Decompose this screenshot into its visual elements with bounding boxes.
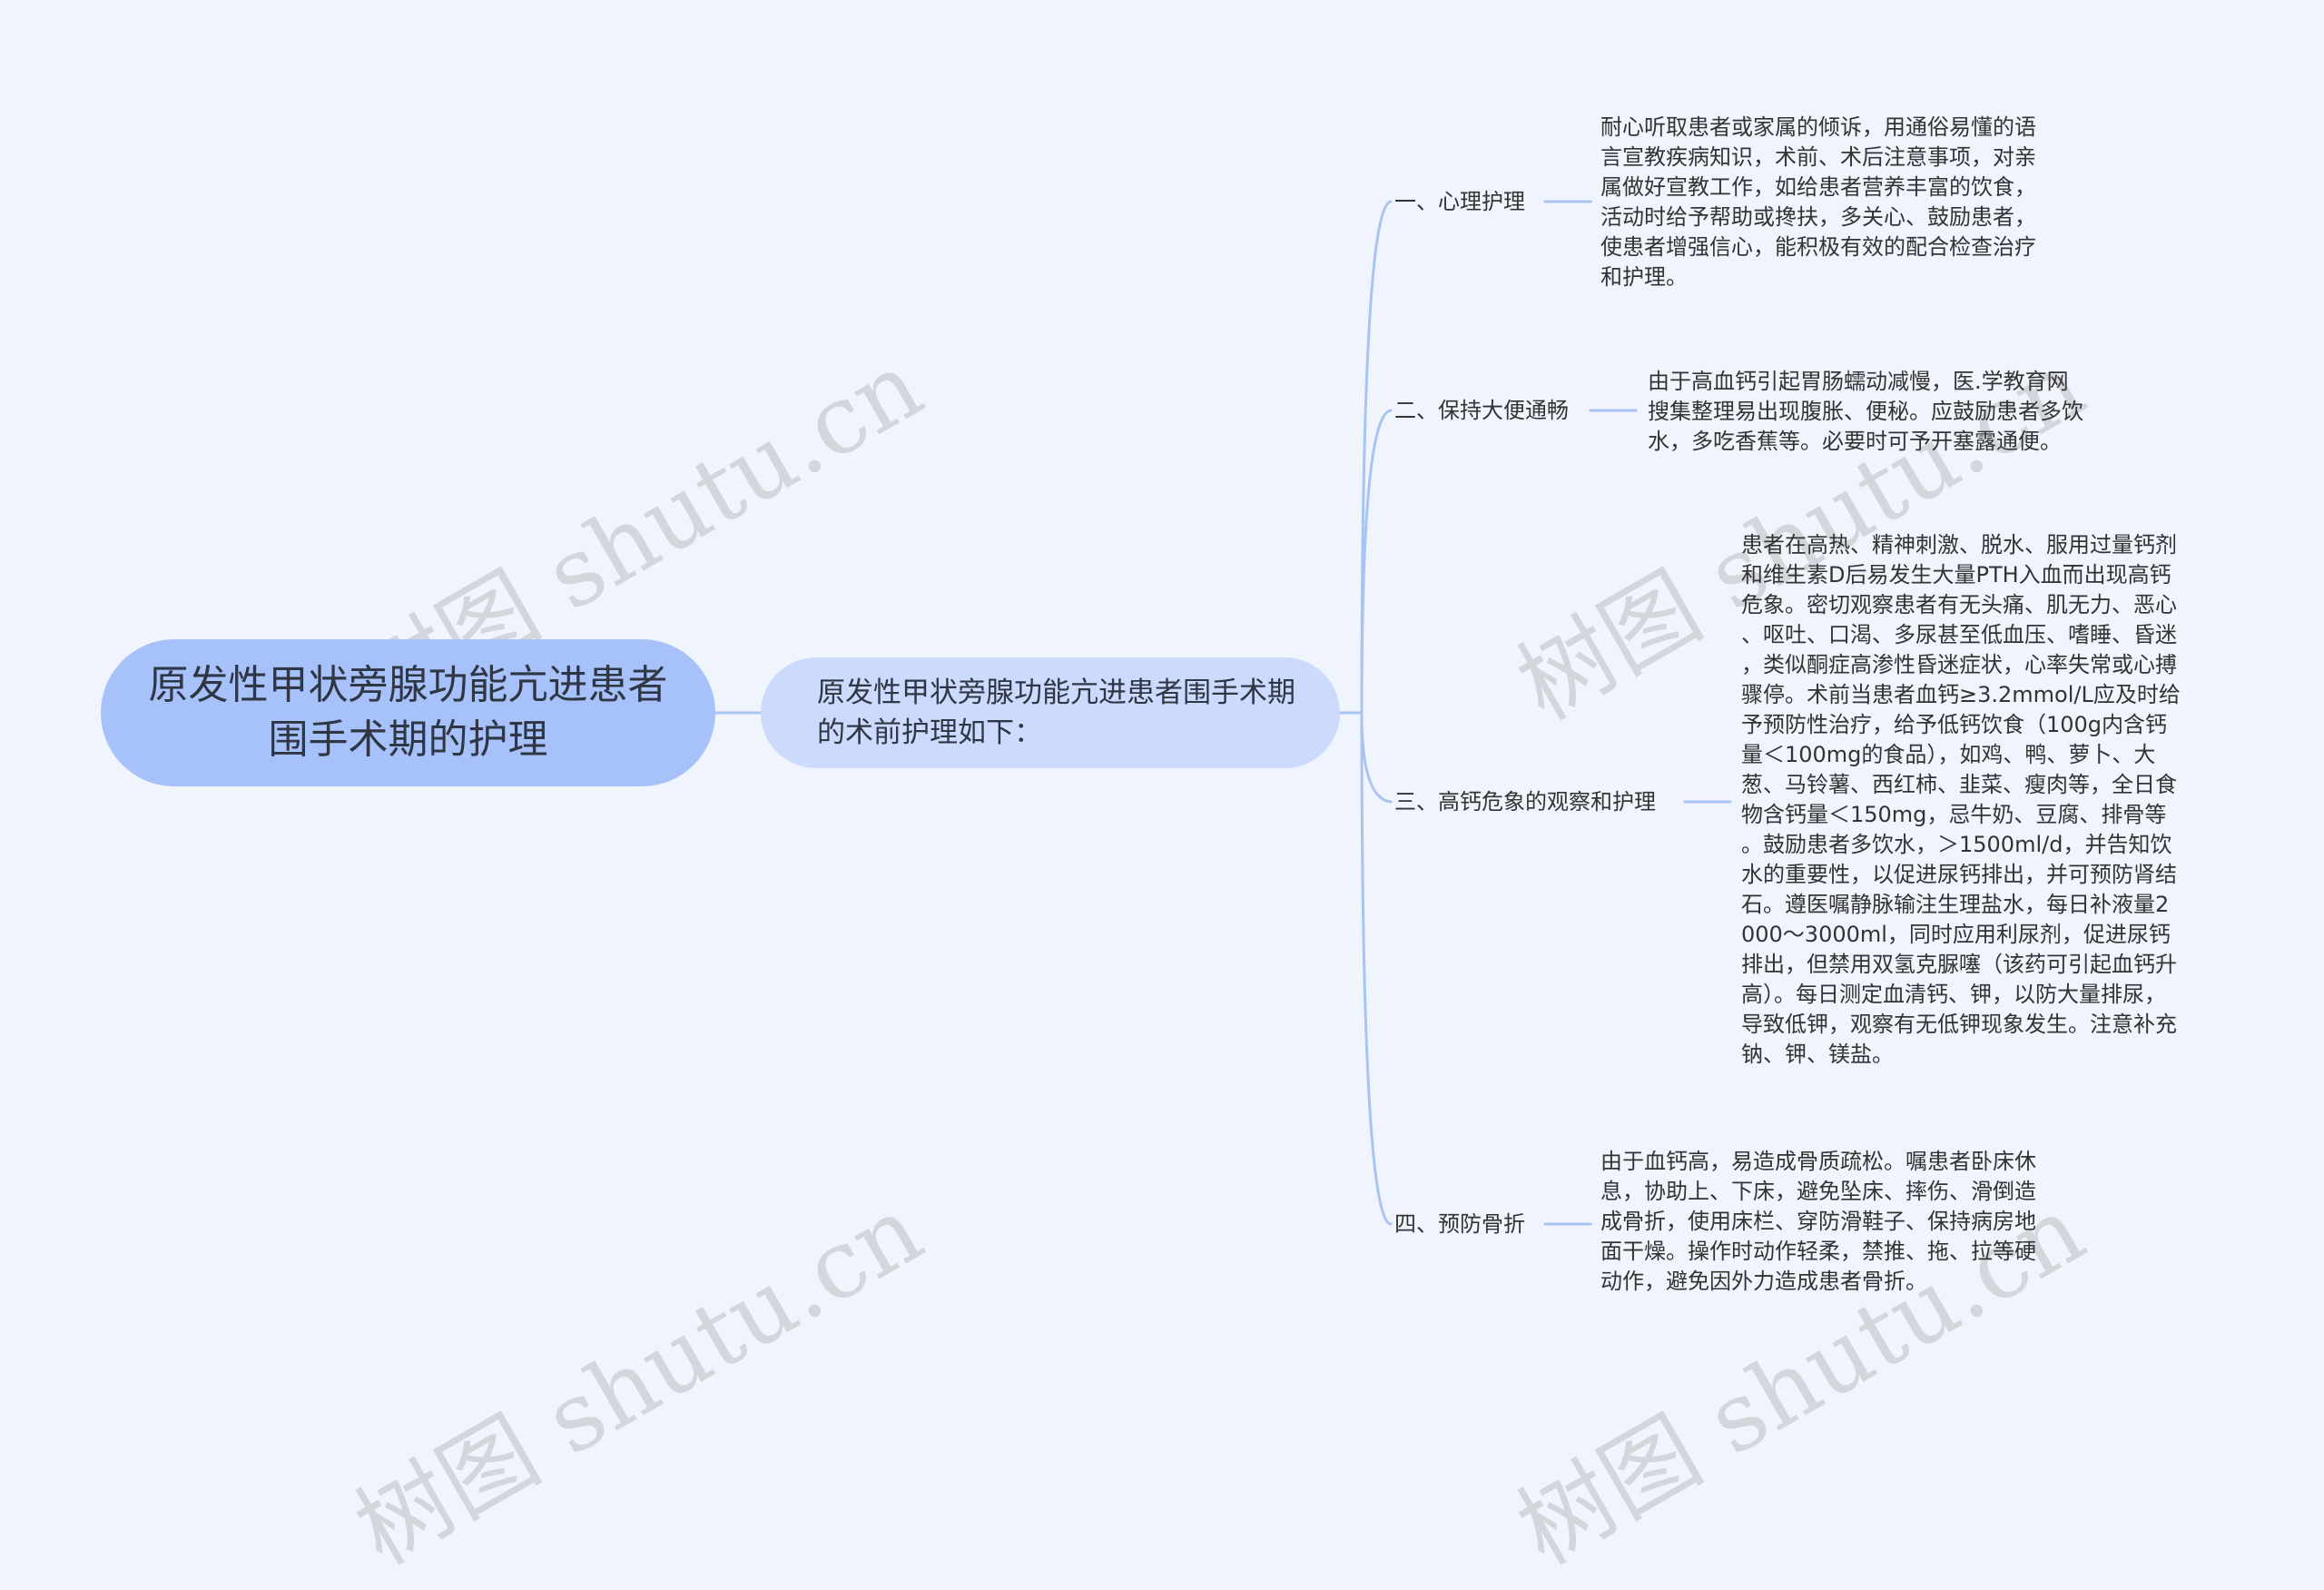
connector-lines xyxy=(714,200,1732,1226)
branch-label-fracture-prevention[interactable]: 四、预防骨折 xyxy=(1394,1211,1525,1237)
branch-label-hypercalcemic-crisis[interactable]: 三、高钙危象的观察和护理 xyxy=(1394,789,1656,815)
connector-branch-1 xyxy=(1360,200,1393,715)
connector-branch-3 xyxy=(1360,711,1393,804)
leaf-hypercalcemic-crisis[interactable]: 患者在高热、精神刺激、脱水、服用过量钙剂 和维生素D后易发生大量PTH入血而出现… xyxy=(1741,532,2181,1067)
level1-node-text: 原发性甲状旁腺功能亢进患者围手术期的术前护理如下： xyxy=(817,676,1295,749)
leaf-psychological-care[interactable]: 耐心听取患者或家属的倾诉，用通俗易懂的语 言宣教疾病知识，术前、术后注意事项，对… xyxy=(1600,114,2036,290)
branch-label-psychological-care[interactable]: 一、心理护理 xyxy=(1394,189,1525,214)
leaf-fracture-prevention[interactable]: 由于血钙高，易造成骨质疏松。嘱患者卧床休 息，协助上、下床，避免坠床、摔伤、滑倒… xyxy=(1600,1149,2036,1294)
level1-node[interactable]: 原发性甲状旁腺功能亢进患者围手术期的术前护理如下： xyxy=(761,657,1340,768)
root-node[interactable]: 原发性甲状旁腺功能亢进患者围手术期的护理 xyxy=(101,639,715,786)
root-node-text: 原发性甲状旁腺功能亢进患者围手术期的护理 xyxy=(148,662,668,763)
leaf-bowel-care[interactable]: 由于高血钙引起胃肠蠕动减慢，医.学教育网 搜集整理易出现腹胀、便秘。应鼓励患者多… xyxy=(1648,369,2083,454)
mind-map-canvas: 树图 shutu.cn 树图 shutu.cn 树图 shutu.cn 树图 s… xyxy=(101,114,2181,1585)
branch-label-bowel-care[interactable]: 二、保持大便通畅 xyxy=(1394,398,1569,423)
connector-branch-2 xyxy=(1360,409,1393,715)
connector-branch-4 xyxy=(1360,711,1393,1226)
